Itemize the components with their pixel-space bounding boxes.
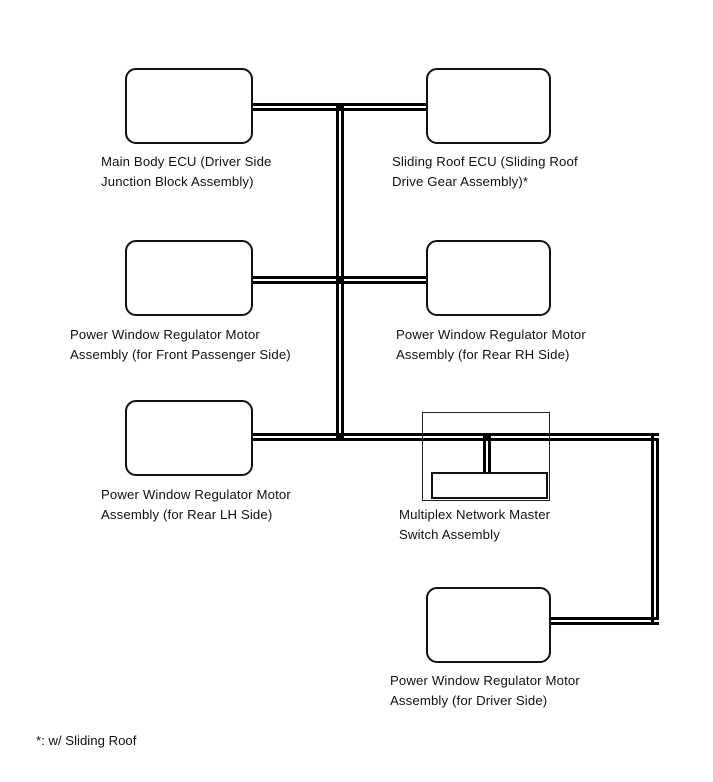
- bus-gap-corner-bottom-right: [654, 620, 659, 622]
- node-power-window-driver[interactable]: [426, 587, 551, 663]
- sliding-roof-ecu-box: [426, 68, 551, 144]
- bus-trunk-vertical: [336, 103, 344, 441]
- bus-junction-row3-tee: [336, 433, 344, 441]
- main-body-ecu-label: Main Body ECU (Driver Side Junction Bloc…: [101, 154, 272, 189]
- bus-junction-switch-stub: [483, 433, 491, 441]
- multiplex-switch-inner-module: [431, 472, 548, 499]
- bus-gap-row1-tee: [252, 106, 336, 108]
- sliding-roof-ecu-label: Sliding Roof ECU (Sliding Roof Drive Gea…: [392, 154, 578, 189]
- bus-switch-stub: [483, 437, 491, 476]
- power-window-rear-rh-box: [426, 240, 551, 316]
- power-window-front-passenger-label: Power Window Regulator Motor Assembly (f…: [70, 327, 291, 362]
- bus-junction-row1-tee: [336, 103, 344, 111]
- node-power-window-rear-rh[interactable]: [426, 240, 551, 316]
- bus-gap-corner-top-right: [654, 436, 659, 438]
- main-body-ecu-box: [125, 68, 253, 144]
- power-window-front-passenger-box: [125, 240, 253, 316]
- node-power-window-front-passenger[interactable]: [125, 240, 253, 316]
- power-window-rear-lh-box: [125, 400, 253, 476]
- multiplex-switch-outer-enclosure: [422, 412, 550, 501]
- node-main-body-ecu[interactable]: [125, 68, 253, 144]
- power-window-rear-rh-label: Power Window Regulator Motor Assembly (f…: [396, 327, 586, 362]
- power-window-rear-lh-label: Power Window Regulator Motor Assembly (f…: [101, 487, 291, 522]
- node-power-window-rear-lh[interactable]: [125, 400, 253, 476]
- footnote-sliding-roof: *: w/ Sliding Roof: [36, 733, 137, 748]
- bus-right-riser: [651, 433, 659, 625]
- bus-segment-driver: [550, 617, 659, 625]
- power-window-driver-box: [426, 587, 551, 663]
- multiplex-switch-label: Multiplex Network Master Switch Assembly: [399, 507, 551, 542]
- bus-segment-row3: [252, 433, 659, 441]
- bus-junction-row2-cross: [336, 276, 344, 284]
- power-window-driver-label: Power Window Regulator Motor Assembly (f…: [390, 673, 580, 708]
- node-sliding-roof-ecu[interactable]: [426, 68, 551, 144]
